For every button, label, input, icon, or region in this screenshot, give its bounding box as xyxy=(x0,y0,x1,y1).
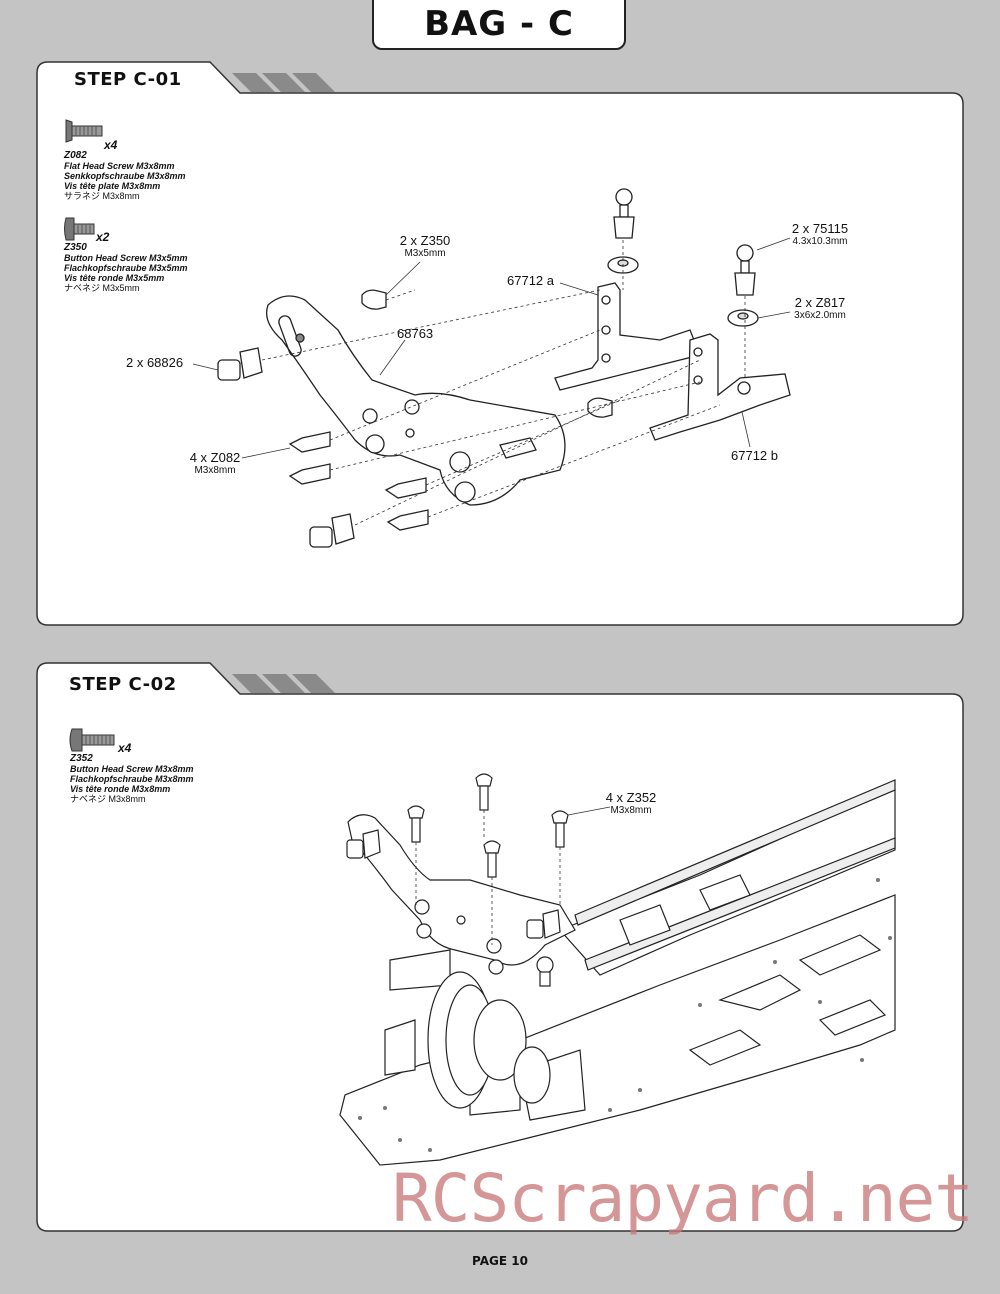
z352-callout: 4 x Z352 M3x8mm xyxy=(588,790,674,817)
bag-title: BAG - C xyxy=(424,4,574,44)
drive-belt xyxy=(574,779,896,926)
z817-callout-sub: 3x6x2.0mm xyxy=(794,310,846,321)
p67712a-callout: 67712 a xyxy=(507,273,554,288)
z350-qty: x2 xyxy=(96,230,110,244)
button-head-screw-icon xyxy=(64,217,95,241)
step-c02-label: STEP C-02 xyxy=(69,674,177,695)
watermark-text: RCScrapyard.net xyxy=(392,1160,974,1237)
z352-de: Flachkopfschraube M3x8mm xyxy=(70,774,194,784)
z352-callout-sub: M3x8mm xyxy=(610,805,652,816)
mount-67712a xyxy=(554,282,701,391)
z352-jp: ナベネジ M3x8mm xyxy=(70,794,146,804)
bag-title-tab: BAG - C xyxy=(372,0,626,50)
z350-part-info: Z350 Button Head Screw M3x5mm Flachkopfs… xyxy=(64,242,188,294)
shock-tower xyxy=(347,814,576,966)
z352-screws xyxy=(407,773,569,878)
z350-callout: 2 x Z350 M3x5mm xyxy=(380,233,470,260)
step-c02-assembly-diagram xyxy=(339,773,896,1166)
z350-callout-main: 2 x Z350 xyxy=(399,233,451,248)
z817-callout: 2 x Z817 3x6x2.0mm xyxy=(775,295,865,322)
button-head-screw-icon xyxy=(69,728,115,752)
p75115-callout-main: 2 x 75115 xyxy=(791,221,849,236)
z350-jp: ナベネジ M3x5mm xyxy=(64,283,140,293)
z352-fr: Vis tête ronde M3x8mm xyxy=(70,784,171,794)
p75115-callout-sub: 4.3x10.3mm xyxy=(792,236,848,247)
z352-en: Button Head Screw M3x8mm xyxy=(70,764,194,774)
page-number: PAGE 10 xyxy=(472,1254,528,1268)
z082-callout-main: 4 x Z082 xyxy=(189,450,241,465)
step-c01-label: STEP C-01 xyxy=(74,69,182,90)
p68826-callout: 2 x 68826 xyxy=(126,355,184,370)
z082-de: Senkkopfschraube M3x8mm xyxy=(64,171,186,181)
z082-callout-sub: M3x8mm xyxy=(194,465,236,476)
z082-en: Flat Head Screw M3x8mm xyxy=(64,161,175,171)
p75115-callout: 2 x 75115 4.3x10.3mm xyxy=(775,221,865,248)
flat-head-screw-icon xyxy=(65,119,103,143)
z350-fr: Vis tête ronde M3x5mm xyxy=(64,273,165,283)
z352-callout-main: 4 x Z352 xyxy=(605,790,657,805)
p67712b-callout: 67712 b xyxy=(731,448,778,463)
z817-callout-main: 2 x Z817 xyxy=(794,295,846,310)
mount-67712b xyxy=(649,333,791,441)
z352-part-info: Z352 Button Head Screw M3x8mm Flachkopfs… xyxy=(70,753,194,805)
z350-callout-sub: M3x5mm xyxy=(404,248,446,259)
z350-code: Z350 xyxy=(64,242,87,253)
z082-code: Z082 xyxy=(64,150,87,161)
z082-qty: x4 xyxy=(104,138,118,152)
z352-code: Z352 xyxy=(70,753,93,764)
z350-en: Button Head Screw M3x5mm xyxy=(64,253,188,263)
z082-jp: サラネジ M3x8mm xyxy=(64,191,140,201)
step-c01-exploded-diagram xyxy=(192,188,791,548)
z082-fr: Vis tête plate M3x8mm xyxy=(64,181,161,191)
z082-part-info: Z082 Flat Head Screw M3x8mm Senkkopfschr… xyxy=(64,150,186,202)
p68763-callout: 68763 xyxy=(397,326,434,341)
z352-qty: x4 xyxy=(118,741,132,755)
z082-callout: 4 x Z082 M3x8mm xyxy=(175,450,255,477)
z350-de: Flachkopfschraube M3x5mm xyxy=(64,263,188,273)
